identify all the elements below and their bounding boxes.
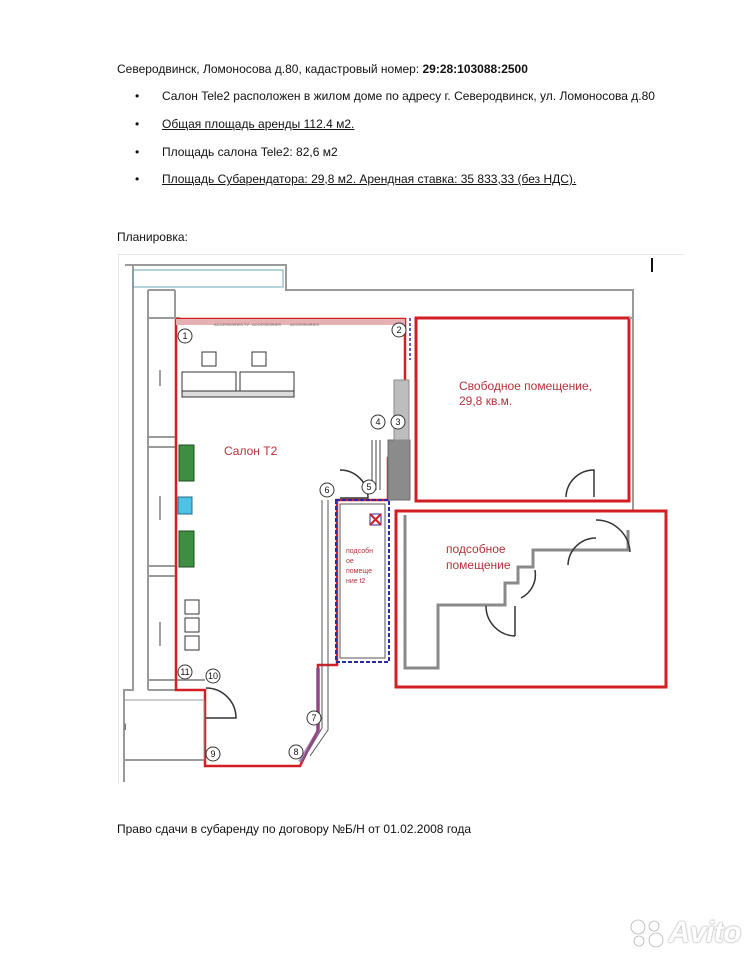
aux-room-label-2: помещение <box>446 558 511 572</box>
wall-block <box>387 439 411 501</box>
marker-10: 10 <box>208 671 218 681</box>
marker-8: 8 <box>293 747 298 757</box>
avito-logo-text: Avito <box>668 916 742 949</box>
free-room-label-1: Свободное помещение, <box>459 379 592 393</box>
svg-text:I: I <box>124 722 127 732</box>
marker-3: 3 <box>395 417 400 427</box>
bullet-text: Площадь салона Tele2: 82,6 м2 <box>162 145 338 159</box>
small-aux-icon <box>369 513 382 526</box>
svg-text:ое: ое <box>346 558 354 565</box>
marker-2: 2 <box>396 325 401 335</box>
free-room-label-2: 29,8 кв.м. <box>459 394 512 408</box>
bullet-item-subtenant-area: • Площадь Субарендатора: 29,8 м2. Арендн… <box>135 172 577 186</box>
bullet-icon: • <box>135 89 140 103</box>
small-aux-outline <box>335 499 390 663</box>
svg-text:подсобн: подсобн <box>346 547 373 555</box>
cadastral-number: 29:28:103088:2500 <box>422 62 528 76</box>
address-prefix: Северодвинск, Ломоносова д.80, кадастров… <box>117 62 420 76</box>
aux-room-outline <box>394 509 668 689</box>
counter-displays <box>177 444 195 568</box>
footer-note: Право сдачи в субаренду по договору №Б/Н… <box>117 822 472 836</box>
bullet-text: Площадь Субарендатора: 29,8 м2. Арендная… <box>162 172 577 186</box>
marker-1: 1 <box>182 331 187 341</box>
plan-label: Планировка: <box>117 230 188 244</box>
entrance-door-icon <box>205 687 237 719</box>
door-icon <box>565 469 595 498</box>
svg-text:помеще: помеще <box>346 568 372 575</box>
marker-5: 5 <box>366 482 371 492</box>
bullet-text: Общая площадь аренды 112.4 м2. <box>162 117 355 131</box>
plan-markers: 1 2 3 4 5 6 7 8 9 10 11 <box>177 322 407 762</box>
free-room-outline <box>414 316 631 503</box>
bullet-item-salon-area: • Площадь салона Tele2: 82,6 м2 <box>135 145 338 159</box>
marker-6: 6 <box>324 485 329 495</box>
avito-watermark: Avito <box>629 916 742 950</box>
bullet-text: Салон Tele2 расположен в жилом доме по а… <box>162 89 655 103</box>
marker-7: 7 <box>311 713 316 723</box>
avito-dots-icon <box>630 919 663 948</box>
bullet-item-location: • Салон Tele2 расположен в жилом доме по… <box>135 89 655 103</box>
svg-text:ACCESSORIES TV: ACCESSORIES TV <box>214 322 249 327</box>
bullet-icon: • <box>135 145 140 159</box>
small-aux-label: подсобн ое помеще ние t2 <box>346 547 373 585</box>
chairs <box>184 599 200 651</box>
address-line: Северодвинск, Ломоносова д.80, кадастров… <box>117 62 528 76</box>
svg-text:ACCESSORIES: ACCESSORIES <box>290 322 319 327</box>
aux-room-label-1: подсобное <box>446 542 506 556</box>
bullet-item-total-area: • Общая площадь аренды 112.4 м2. <box>135 117 355 131</box>
desk-furniture <box>181 351 295 398</box>
marker-4: 4 <box>375 417 380 427</box>
aux-interior-wall <box>403 515 630 670</box>
bullet-icon: • <box>135 117 140 131</box>
svg-text:ние t2: ние t2 <box>346 578 366 585</box>
svg-text:ACCESSORIES: ACCESSORIES <box>252 322 281 327</box>
marker-11: 11 <box>180 667 189 677</box>
bullet-icon: • <box>135 172 140 186</box>
salon-label: Салон Т2 <box>224 444 278 458</box>
marker-9: 9 <box>210 749 215 759</box>
floor-plan: I ACCESSORIES TV ACCESSORIES ACCESSORIES… <box>118 254 684 784</box>
